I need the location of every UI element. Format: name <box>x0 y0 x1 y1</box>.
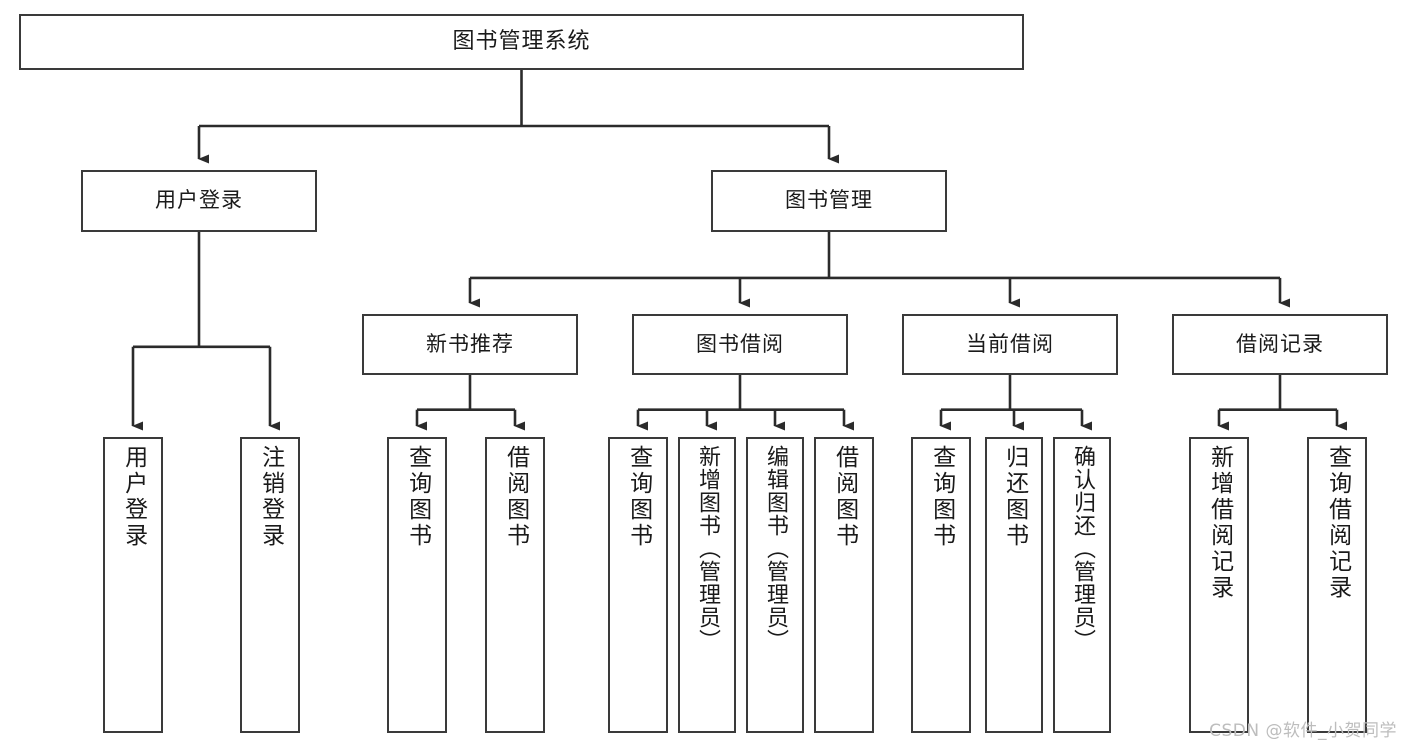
node-label: 新增借阅记录 <box>1206 445 1233 601</box>
node-label: 归还图书 <box>1001 445 1028 549</box>
node-label: 查询图书 <box>404 445 431 549</box>
node-label: 当前借阅 <box>966 331 1054 356</box>
node-label: 图书管理 <box>785 188 873 213</box>
node-leaf-borrow-book-2: 借阅图书 <box>814 437 874 733</box>
node-user-login: 用户登录 <box>81 170 317 232</box>
node-label: 新增图书（管理员） <box>694 445 720 652</box>
node-label: 查询借阅记录 <box>1324 445 1351 601</box>
node-root: 图书管理系统 <box>19 14 1024 70</box>
node-new-book-rec: 新书推荐 <box>362 314 578 375</box>
node-leaf-query-book-3: 查询图书 <box>911 437 971 733</box>
node-current-borrow: 当前借阅 <box>902 314 1118 375</box>
watermark-label: CSDN @软件_小贺同学 <box>1209 721 1397 741</box>
node-leaf-query-book-2: 查询图书 <box>608 437 668 733</box>
node-leaf-user-login: 用户登录 <box>103 437 163 733</box>
node-label: 查询图书 <box>625 445 652 549</box>
node-label: 确认归还（管理员） <box>1069 445 1095 652</box>
node-label: 新书推荐 <box>426 331 514 356</box>
node-label: 注销登录 <box>257 445 284 549</box>
node-leaf-query-record: 查询借阅记录 <box>1307 437 1367 733</box>
node-label: 借阅记录 <box>1236 331 1324 356</box>
node-label: 图书借阅 <box>696 331 784 356</box>
node-leaf-add-book: 新增图书（管理员） <box>678 437 736 733</box>
node-leaf-borrow-book-1: 借阅图书 <box>485 437 545 733</box>
node-book-manage: 图书管理 <box>711 170 947 232</box>
node-leaf-edit-book: 编辑图书（管理员） <box>746 437 804 733</box>
node-label: 查询图书 <box>928 445 955 549</box>
node-leaf-user-logout: 注销登录 <box>240 437 300 733</box>
node-label: 用户登录 <box>155 188 243 213</box>
node-leaf-query-book-1: 查询图书 <box>387 437 447 733</box>
node-book-borrow: 图书借阅 <box>632 314 848 375</box>
node-leaf-add-record: 新增借阅记录 <box>1189 437 1249 733</box>
node-label: 编辑图书（管理员） <box>762 445 788 652</box>
node-label: 借阅图书 <box>831 445 858 549</box>
node-label: 图书管理系统 <box>452 28 591 54</box>
node-label: 借阅图书 <box>502 445 529 549</box>
node-borrow-record: 借阅记录 <box>1172 314 1388 375</box>
node-leaf-confirm-return: 确认归还（管理员） <box>1053 437 1111 733</box>
node-leaf-return-book: 归还图书 <box>985 437 1043 733</box>
node-label: 用户登录 <box>120 445 147 549</box>
